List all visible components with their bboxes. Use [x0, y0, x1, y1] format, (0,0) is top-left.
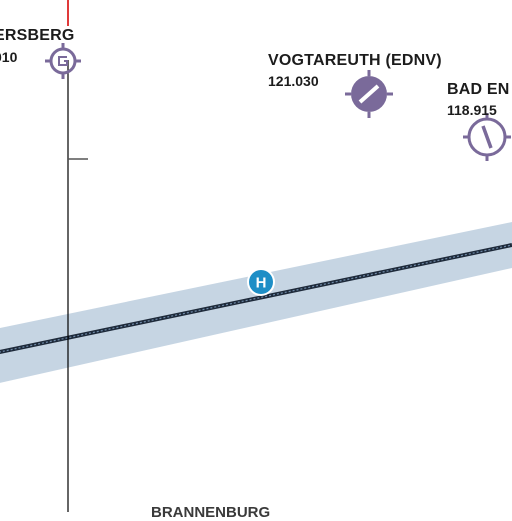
vogtareuth-airfield-icon[interactable] [345, 70, 393, 118]
bad-endorf-airfield-icon[interactable] [463, 113, 511, 161]
place-label-bottom: BRANNENBURG [151, 504, 271, 521]
heliport-icon[interactable]: H [247, 268, 275, 296]
route-line-dash [0, 244, 512, 353]
airfield-frequency-bad-endorf: 118.915 [447, 102, 497, 118]
airfield-frequency-vogtareuth: 121.030 [268, 73, 319, 89]
airfield-name-vogtareuth: VOGTAREUTH (EDNV) [268, 52, 442, 69]
airfield-frequency-left: 010 [0, 49, 18, 65]
heliport-letter: H [256, 275, 267, 292]
airfield-name-bad-endorf: BAD EN [447, 81, 510, 98]
airfield-name-left: ERSBERG [0, 27, 75, 44]
route-corridor-band [0, 222, 512, 383]
glider-site-icon[interactable] [45, 43, 81, 79]
